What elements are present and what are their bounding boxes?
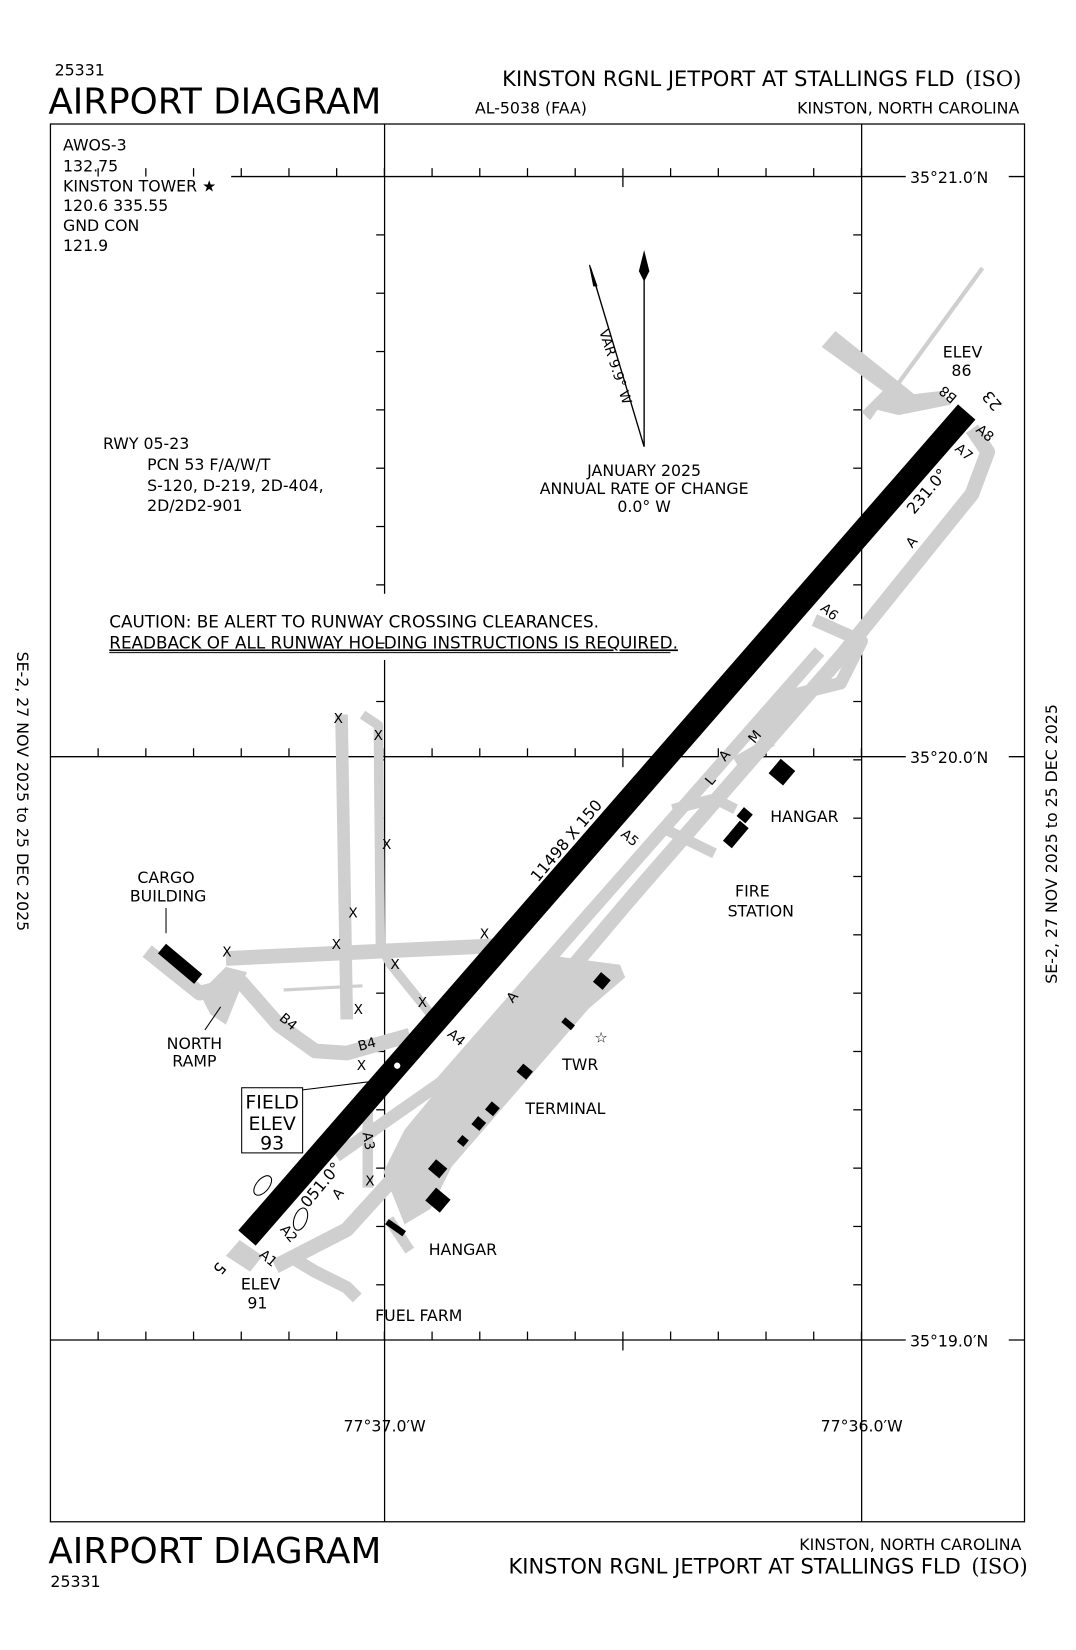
magnetic-north-arrows: VAR 9.9° W [588,250,650,447]
taxiway-label: A3 [359,1131,378,1152]
taxiway-label: A5 [617,826,641,850]
terminal-building [516,1063,533,1080]
mag-rate-label: ANNUAL RATE OF CHANGE [540,479,749,498]
lat-top-label: 35°21.0′N [910,168,988,187]
magnetic-north-arrow-icon [588,264,598,287]
runway-end-5: 5 [209,1259,230,1279]
field-elev-leader [302,1078,389,1091]
fuel-farm-label: FUEL FARM [375,1306,462,1325]
hold-marker-x: X [334,711,343,727]
freq-line: 120.6 335.55 [63,196,168,215]
hold-marker-x: X [382,837,391,853]
caution-line-1: CAUTION: BE ALERT TO RUNWAY CROSSING CLE… [109,611,599,631]
terminal-label: TERMINAL [524,1099,605,1118]
mag-rate: 0.0° W [617,497,671,516]
page-title: AIRPORT DIAGRAM [48,82,381,123]
lat-mid-label: 35°20.0′N [910,748,988,767]
hangar-ne-label: HANGAR [770,807,838,826]
hangar-sw-label: HANGAR [429,1240,497,1259]
validity-right: SE-2, 27 NOV 2025 to 25 DEC 2025 [1042,704,1061,984]
freq-line: AWOS-3 [63,135,127,154]
hold-marker-x: X [332,937,341,953]
lon-left-label: 77°37.0′W [344,1416,427,1435]
field-elev-point [394,1062,401,1069]
freq-line: GND CON [63,216,139,235]
twr-label: TWR [561,1055,598,1074]
hold-marker-x: X [365,1173,374,1189]
north-ramp-arrow [204,1006,222,1031]
runway-info-line: S-120, D-219, 2D-404, [147,476,324,495]
hangar-sw [385,1219,407,1237]
runway-end-23: 23 [978,387,1005,415]
validity-left: SE-2, 27 NOV 2025 to 25 DEC 2025 [13,652,32,932]
freq-line: 132.75 [63,156,118,175]
hangar-ne [768,758,796,786]
airport-name: KINSTON RGNL JETPORT AT STALLINGS FLD(IS… [502,66,1021,91]
hold-marker-x: X [390,957,399,973]
runway-info-line: PCN 53 F/A/W/T [147,455,271,474]
fire-station [722,820,749,849]
hold-marker-x: X [480,927,489,943]
runway-info-block: RWY 05-23 PCN 53 F/A/W/T S-120, D-219, 2… [103,434,324,515]
mag-date: JANUARY 2025 [586,461,701,480]
taxiway-label: B4 [356,1035,378,1055]
true-north-arrow-icon [638,250,650,282]
taxiway-label: A7 [952,441,976,465]
chart-frame [49,123,1026,1523]
runway-info-title: RWY 05-23 [103,434,189,453]
runway-info-line: 2D/2D2-901 [147,496,242,515]
taxiway-label: A2 [276,1222,300,1246]
cargo-building [157,943,203,984]
hold-marker-x: X [374,728,383,744]
tower-star-icon: ☆ [594,1030,607,1047]
hold-marker-x: X [418,995,427,1011]
wind-cone [253,1175,273,1196]
footer-chart-number: 25331 [50,1572,100,1591]
taxiway-label: A4 [444,1026,468,1050]
hold-marker-x: X [354,1002,363,1018]
runway-05-23 [238,404,976,1246]
wind-cone-2 [292,1207,309,1231]
footer-title: AIRPORT DIAGRAM [48,1531,381,1572]
chart-number-top: 25331 [55,61,105,80]
frequency-block: AWOS-3 132.75 KINSTON TOWER ★ 120.6 335.… [63,135,216,255]
hold-marker-x: X [348,905,357,921]
city-state: KINSTON, NORTH CAROLINA [797,99,1019,118]
lat-bottom-label: 35°19.0′N [910,1331,988,1350]
taxiway-label: A [329,1185,348,1203]
lon-right-label: 77°36.0′W [821,1416,904,1435]
buildings [157,758,796,1237]
freq-line: KINSTON TOWER ★ [63,176,216,195]
hold-marker-x: X [222,944,231,960]
footer-airport-name: KINSTON RGNL JETPORT AT STALLINGS FLD(IS… [508,1553,1027,1578]
caution-line-2: READBACK OF ALL RUNWAY HOLDING INSTRUCTI… [109,632,678,652]
freq-line: 121.9 [63,236,108,255]
variation-label: VAR 9.9° W [595,327,634,407]
field-elev-box [241,1087,304,1154]
footer-city-state: KINSTON, NORTH CAROLINA [799,1535,1021,1554]
hold-marker-x: X [357,1058,366,1074]
procedure-id: AL-5038 (FAA) [475,99,587,118]
